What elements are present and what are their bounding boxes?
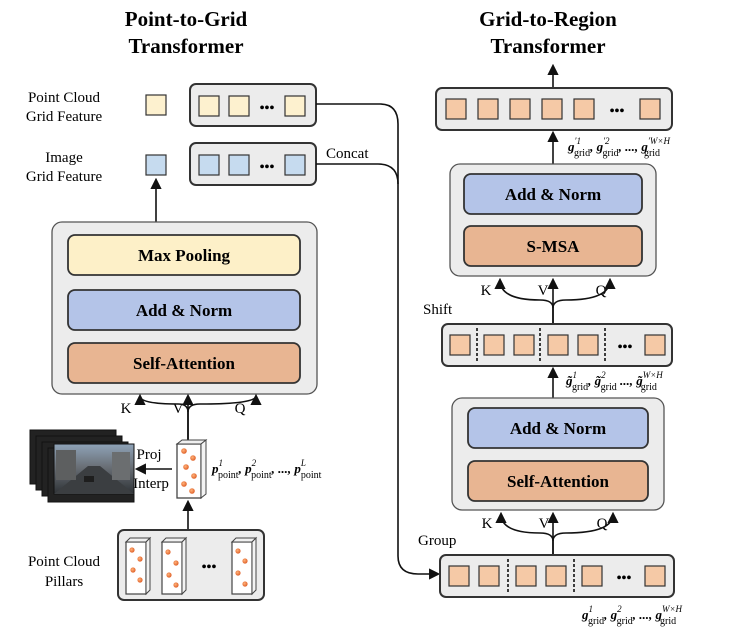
pillars-ellipsis: ••• [202, 560, 217, 575]
group-token-1 [448, 565, 470, 587]
lower-k-label: K [482, 516, 493, 532]
group-token-2 [478, 565, 500, 587]
img-token-n [284, 154, 306, 176]
pc-feature-label-line2: Grid Feature [26, 109, 103, 125]
image-stack-icon [29, 429, 135, 503]
left-q-label: Q [235, 401, 246, 417]
shift-token-ellipsis: ••• [618, 340, 633, 355]
img-feature-swatch [145, 154, 167, 176]
concat-label: Concat [326, 146, 369, 162]
left-add-norm-layer [67, 289, 301, 331]
right-title-line1: Grid-to-Region [479, 7, 617, 31]
left-title-line1: Point-to-Grid [125, 7, 248, 31]
pillars-label-line2: Pillars [45, 574, 83, 590]
upper-add-norm-label: Add & Norm [505, 185, 601, 204]
shift-token-n [644, 334, 666, 356]
upper-v-label: V [538, 283, 549, 299]
pc-token-ellipsis: ••• [260, 101, 275, 116]
left-self-attention-label: Self-Attention [133, 354, 236, 373]
img-feature-label-line1: Image [45, 150, 83, 166]
out-token-2 [477, 98, 499, 120]
left-title-line2: Transformer [128, 34, 243, 58]
pillar-icon [160, 536, 188, 596]
shift-token-2 [483, 334, 505, 356]
pc-feature-swatch [145, 94, 167, 116]
arrow-to-left-q [187, 393, 262, 413]
group-token-ellipsis: ••• [617, 571, 632, 586]
out-token-1 [445, 98, 467, 120]
img-token-1 [198, 154, 220, 176]
smsa-label: S-MSA [527, 237, 581, 256]
img-token-2 [228, 154, 250, 176]
shift-token-1 [449, 334, 471, 356]
point-tube-icon [175, 438, 208, 500]
upper-add-norm-layer [463, 173, 643, 215]
concat-line-pc [316, 103, 441, 580]
out-token-5 [573, 98, 595, 120]
group-token-4 [545, 565, 567, 587]
shift-token-3 [513, 334, 535, 356]
concat-line-img [316, 163, 399, 185]
max-pooling-label: Max Pooling [138, 246, 231, 265]
pc-token-2 [228, 95, 250, 117]
out-token-n [639, 98, 661, 120]
max-pooling-layer [67, 234, 301, 276]
left-add-norm-label: Add & Norm [136, 301, 232, 320]
pillars-container [117, 529, 265, 601]
group-token-5 [581, 565, 603, 587]
pc-token-n [284, 95, 306, 117]
out-token-3 [509, 98, 531, 120]
lower-q-label: Q [597, 516, 608, 532]
arrow-to-upper-q [552, 277, 616, 309]
img-feature-label-line2: Grid Feature [26, 169, 103, 185]
left-k-label: K [121, 401, 132, 417]
pillar-icon [230, 536, 258, 596]
lower-self-attention-label: Self-Attention [507, 472, 610, 491]
group-label: Group [418, 533, 456, 549]
lower-v-label: V [539, 516, 550, 532]
arrow-to-lower-q [552, 511, 619, 542]
pc-token-1 [198, 95, 220, 117]
pillars-label-line1: Point Cloud [28, 554, 101, 570]
upper-q-label: Q [596, 283, 607, 299]
shift-label: Shift [423, 302, 453, 318]
upper-k-label: K [481, 283, 492, 299]
lower-add-norm-layer [467, 407, 649, 449]
left-self-attention-layer [67, 342, 301, 384]
smsa-layer [463, 225, 643, 267]
proj-label: Proj [136, 447, 161, 463]
lower-add-norm-label: Add & Norm [510, 419, 606, 438]
pillar-icon [124, 536, 152, 596]
pc-feature-label-line1: Point Cloud [28, 90, 101, 106]
lower-self-attention-layer [467, 460, 649, 502]
out-token-4 [541, 98, 563, 120]
shift-token-5 [577, 334, 599, 356]
right-title-line2: Transformer [490, 34, 605, 58]
group-token-3 [515, 565, 537, 587]
interp-label: Interp [133, 476, 169, 492]
group-token-n [644, 565, 666, 587]
out-token-ellipsis: ••• [610, 104, 625, 119]
left-v-label: V [173, 401, 184, 417]
shift-token-4 [547, 334, 569, 356]
img-token-ellipsis: ••• [260, 160, 275, 175]
